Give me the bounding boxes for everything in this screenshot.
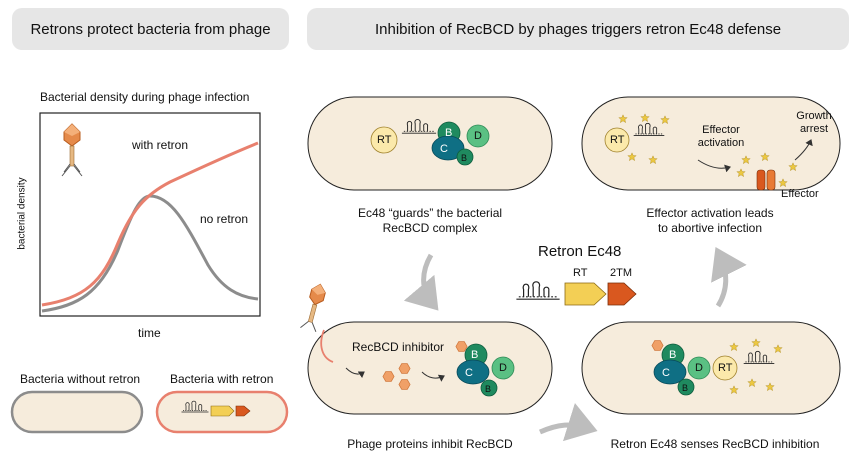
no-retron-label: no retron (200, 212, 249, 226)
c-label: C (440, 143, 448, 155)
cycle-arrows (403, 247, 747, 442)
plot-frame (39, 112, 261, 317)
x-axis-label: time (138, 326, 161, 340)
phage-icon (61, 123, 83, 177)
d-label-3: D (499, 362, 507, 374)
rt-label: RT (377, 134, 392, 146)
c-label-3: C (465, 367, 473, 379)
recc-subunit-3 (456, 359, 490, 385)
retron-tm-label: 2TM (610, 267, 632, 279)
b-label-4: B (669, 349, 677, 361)
retron-title: Retron Ec48 (538, 243, 622, 260)
rt-label-2: RT (610, 134, 625, 146)
recd-subunit-3 (491, 356, 515, 380)
recc-subunit-4 (653, 359, 687, 385)
cell3-caption: Phage proteins inhibit RecBCD (347, 437, 513, 451)
b-label-3: B (471, 349, 479, 361)
legend-tm-gene (235, 405, 251, 417)
b-small-label: B (461, 153, 468, 163)
plot-title: Bacterial density during phage infection (40, 90, 250, 104)
phage-dna (320, 329, 334, 363)
y-axis-label: bacterial density (16, 177, 28, 250)
rt-protein (370, 126, 398, 154)
b-small-label-4: B (682, 383, 689, 393)
bound-inhibitor-4 (651, 340, 664, 351)
cell2-caption-line2: to abortive infection (657, 221, 763, 235)
left-panel-header: Retrons protect bacteria from phage (12, 8, 289, 50)
inhibitor-label: RecBCD inhibitor (352, 340, 445, 354)
cell2-caption-line1: Effector activation leads (646, 206, 774, 220)
rt-protein-2 (604, 127, 630, 153)
recd-subunit (466, 124, 490, 148)
effector-channel (756, 169, 776, 191)
growth-arrest-line2: arrest (799, 123, 829, 135)
legend-cell-with-retron (155, 390, 289, 434)
operon-rt-gene (564, 282, 607, 306)
d-label-4: D (695, 362, 703, 374)
cell-sensing (581, 321, 841, 415)
growth-arrest-line1: Growth (796, 110, 832, 122)
cell1-caption-line1: Ec48 “guards” the bacterial (357, 206, 503, 220)
recb-small-4 (677, 378, 695, 396)
cell-guarding (307, 96, 553, 191)
retron-rt-label: RT (573, 267, 588, 279)
effector-activation-line1: Effector (702, 124, 740, 136)
density-plot (39, 112, 261, 317)
recd-subunit-4 (687, 356, 711, 380)
cell-effector (581, 96, 841, 191)
b-small-label-3: B (485, 384, 492, 394)
cell4-caption: Retron Ec48 senses RecBCD inhibition (610, 437, 820, 451)
cell1-caption-line2: RecBCD complex (382, 221, 478, 235)
retron-operon (515, 281, 637, 306)
rt-label-4: RT (718, 362, 733, 374)
right-panel-header: Inhibition of RecBCD by phages triggers … (307, 8, 849, 50)
d-label: D (474, 130, 482, 142)
inhibitor-protein (382, 371, 395, 382)
with-retron-curve (41, 141, 259, 307)
inhibitor-protein (398, 379, 411, 390)
effector-activation-line2: activation (697, 137, 745, 149)
recb-small-3 (480, 379, 498, 397)
rt-protein-4 (712, 355, 738, 381)
operon-ncrna (515, 281, 561, 300)
recb-small (456, 148, 474, 166)
right-panel-header-text: Inhibition of RecBCD by phages triggers … (374, 20, 782, 38)
legend-rt-gene (210, 405, 235, 417)
left-panel-header-text: Retrons protect bacteria from phage (30, 20, 271, 38)
legend-with-label: Bacteria with retron (170, 372, 274, 386)
legend-cell-without-retron (10, 390, 144, 434)
recc-subunit (431, 135, 465, 161)
c-label-4: C (662, 367, 670, 379)
bound-inhibitor (455, 341, 468, 352)
phage-attached-icon (300, 283, 326, 332)
legend-without-label: Bacteria without retron (20, 372, 141, 386)
inhibitor-protein (398, 363, 411, 374)
operon-tm-gene (607, 282, 637, 306)
b-label: B (445, 127, 453, 139)
cell-phage-infection (300, 283, 553, 415)
with-retron-label: with retron (132, 138, 189, 152)
effector-label: Effector (781, 188, 819, 200)
